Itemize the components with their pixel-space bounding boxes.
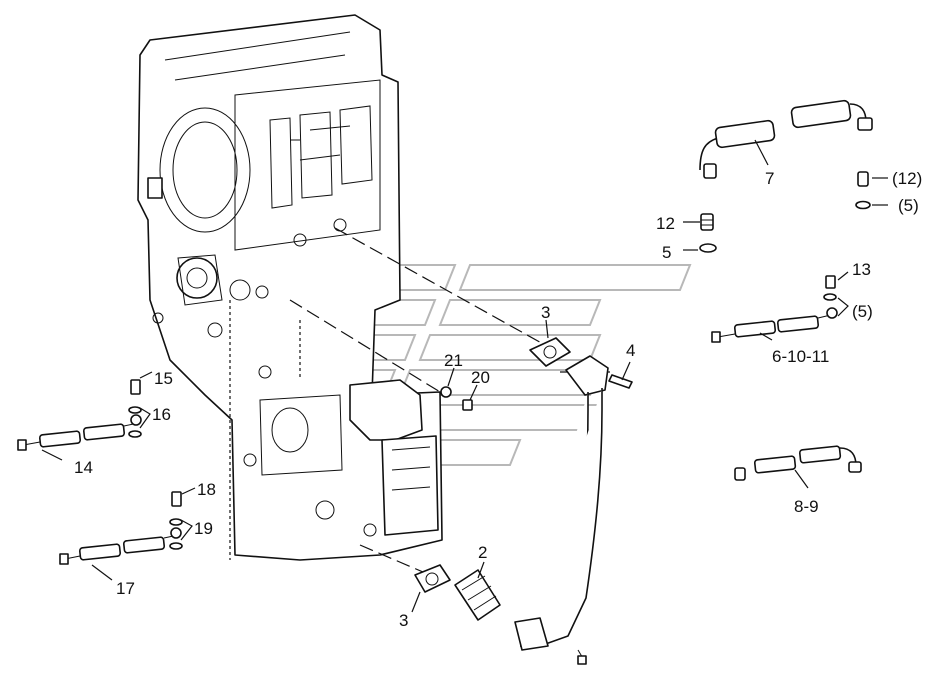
suction-pipe: [514, 355, 609, 665]
callout-5: 5: [662, 243, 671, 262]
callout-12-ref: (12): [892, 169, 922, 188]
callout-6-10-11: 6-10-11: [772, 347, 829, 366]
callout-21: 21: [444, 351, 463, 370]
callout-13: 13: [852, 260, 871, 279]
bolt-18: [171, 491, 182, 507]
plug-20: [462, 399, 473, 411]
bolt-4: [608, 374, 633, 389]
callout-4: 4: [626, 341, 635, 360]
callout-14: 14: [74, 458, 93, 477]
hose-7: [699, 99, 873, 179]
hose-14: [17, 414, 142, 451]
oring-21: [440, 386, 452, 398]
fitting-12-ref: [857, 171, 869, 187]
callout-2: 2: [478, 543, 487, 562]
hose-6-10-11: [711, 307, 838, 343]
strainer-2: [454, 569, 501, 621]
leader-lines: [41, 139, 888, 613]
hose-8-9: [734, 445, 862, 481]
callout-3-bottom: 3: [399, 611, 408, 630]
callout-5-ref-mid: (5): [852, 302, 873, 321]
callout-15: 15: [154, 369, 173, 388]
hose-17: [59, 527, 182, 565]
callout-8-9: 8-9: [794, 497, 819, 516]
bolt-15: [130, 379, 141, 395]
callout-5-ref-top: (5): [898, 196, 919, 215]
washer-16: [128, 406, 142, 438]
callout-18: 18: [197, 480, 216, 499]
callout-16: 16: [152, 405, 171, 424]
callout-19: 19: [194, 519, 213, 538]
fitting-12: [700, 213, 714, 231]
washer-5-ref-top: [855, 200, 871, 210]
transmission-housing: [137, 14, 443, 561]
callout-labels: 7 (12) (5) 12 5 13 (5) 6-10-11 3 4 21 20…: [74, 169, 922, 630]
bolt-13: [823, 275, 837, 301]
callout-20: 20: [471, 368, 490, 387]
gasket-3-bottom: [414, 564, 451, 593]
callout-17: 17: [116, 579, 135, 598]
callout-12: 12: [656, 214, 675, 233]
callout-3-top: 3: [541, 303, 550, 322]
callout-7: 7: [765, 169, 774, 188]
washer-5: [699, 243, 717, 253]
gasket-3-top: [529, 337, 571, 367]
washer-19: [169, 518, 183, 550]
